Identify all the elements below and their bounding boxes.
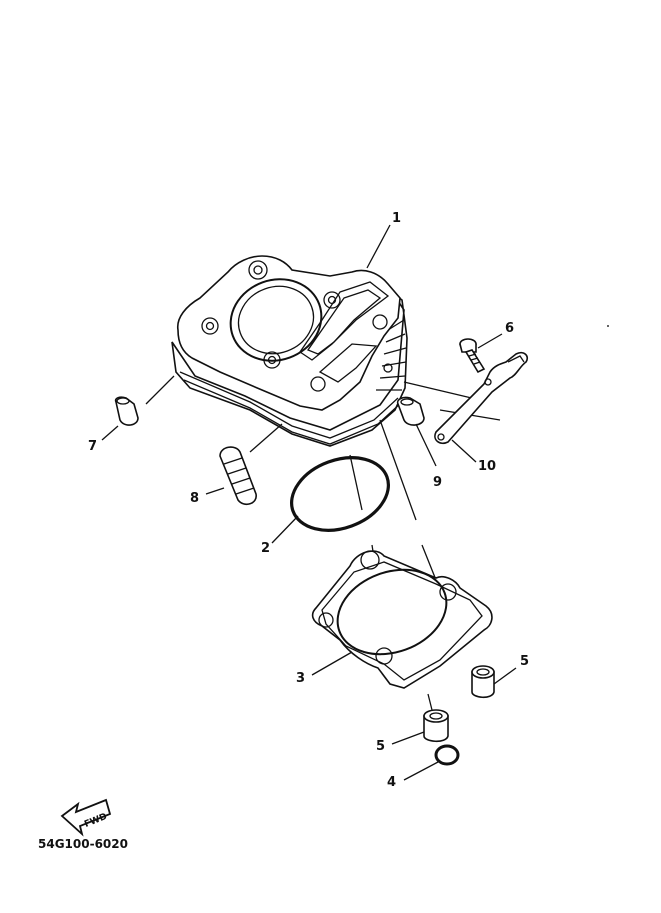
dowel-pin-lower-part xyxy=(423,709,449,743)
callout-8: 8 xyxy=(190,491,199,506)
dowel-pin-part xyxy=(471,665,495,699)
fwd-arrow-icon: FWD xyxy=(60,798,112,837)
callout-9: 9 xyxy=(433,475,442,490)
o-ring-part xyxy=(289,456,391,532)
dowel-9-part xyxy=(396,396,425,426)
bolt-part xyxy=(459,338,486,374)
callout-3: 3 xyxy=(296,671,305,686)
callout-5a: 5 xyxy=(520,654,529,669)
callout-7: 7 xyxy=(88,439,97,454)
cylinder-part xyxy=(171,255,408,447)
part-code: 54G100-6020 xyxy=(38,837,128,851)
gasket-part xyxy=(311,550,493,689)
callout-1: 1 xyxy=(392,211,401,226)
dowel-7-part xyxy=(114,396,139,426)
callout-5b: 5 xyxy=(376,739,385,754)
bracket-part xyxy=(434,351,529,445)
callout-4: 4 xyxy=(387,775,396,790)
ring-part xyxy=(434,744,460,766)
callout-2: 2 xyxy=(261,541,270,556)
callout-6: 6 xyxy=(505,321,514,336)
sleeve-part xyxy=(219,446,257,506)
callout-10: 10 xyxy=(478,459,496,474)
